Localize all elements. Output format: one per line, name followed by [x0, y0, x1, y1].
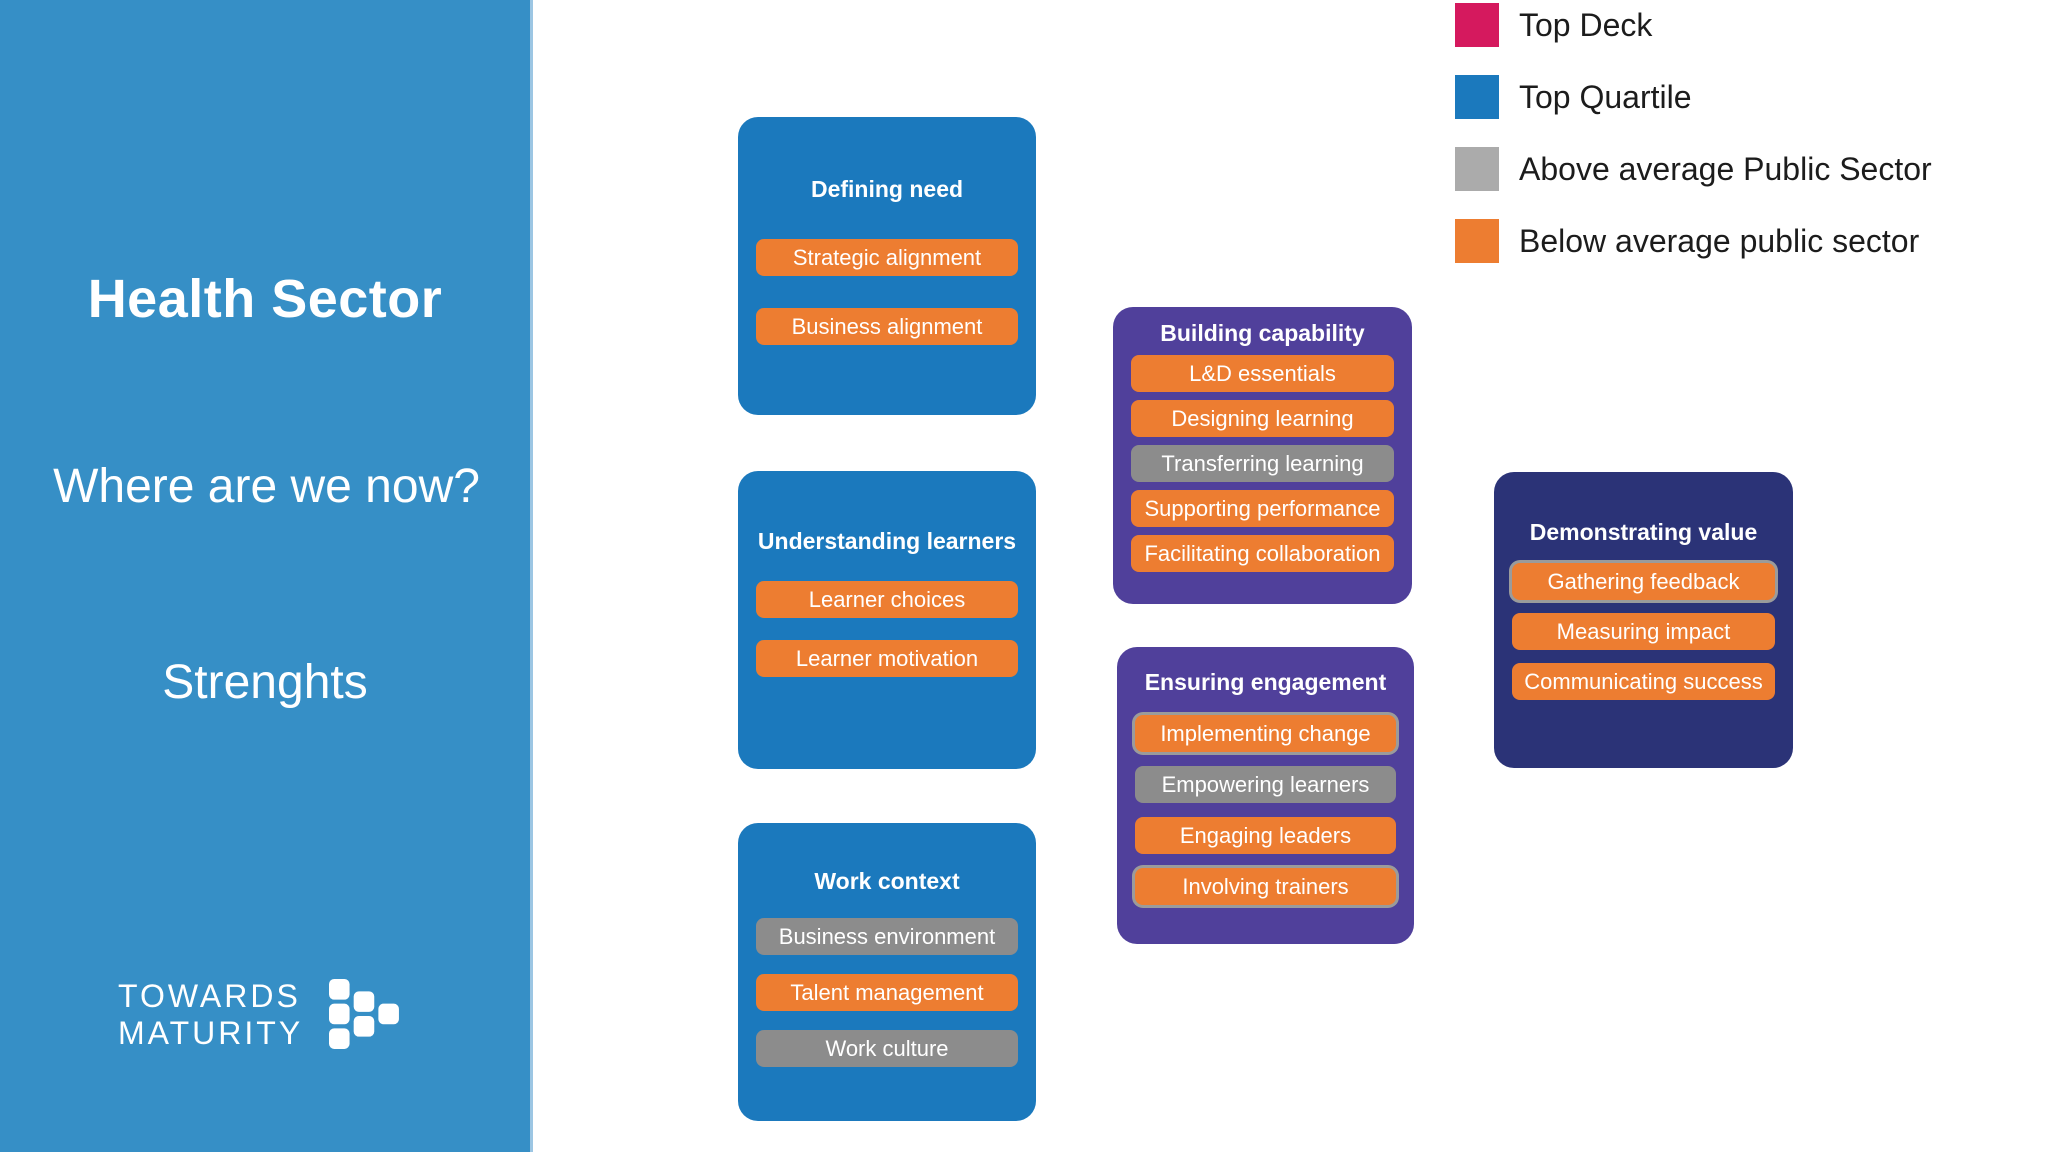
card-demonstrating-value: Demonstrating value Gathering feedback M…: [1494, 472, 1793, 768]
pill-facilitating-collaboration: Facilitating collaboration: [1131, 535, 1394, 572]
pill-list: L&D essentials Designing learning Transf…: [1131, 355, 1394, 572]
legend-label: Top Quartile: [1519, 78, 1692, 115]
logo-arrow-icon: [329, 979, 400, 1049]
legend-item-top-deck: Top Deck: [1455, 3, 1932, 47]
pill-business-environment: Business environment: [756, 918, 1018, 955]
pill-list: Business environment Talent management W…: [756, 918, 1018, 1067]
legend-swatch-above-average: [1455, 147, 1499, 191]
pill-learner-choices: Learner choices: [756, 581, 1018, 618]
pill-strategic-alignment: Strategic alignment: [756, 239, 1018, 276]
legend-label: Above average Public Sector: [1519, 150, 1932, 187]
pill-list: Learner choices Learner motivation: [756, 581, 1018, 677]
legend-swatch-top-deck: [1455, 3, 1499, 47]
pill-designing-learning: Designing learning: [1131, 400, 1394, 437]
pill-empowering-learners: Empowering learners: [1135, 766, 1396, 803]
towards-maturity-logo: TOWARDS MATURITY: [118, 978, 401, 1052]
legend-item-below-average: Below average public sector: [1455, 219, 1932, 263]
legend-swatch-below-average: [1455, 219, 1499, 263]
card-title: Defining need: [810, 176, 964, 202]
card-work-context: Work context Business environment Talent…: [738, 823, 1036, 1121]
card-title: Demonstrating value: [1529, 519, 1758, 545]
page-title: Health Sector: [87, 269, 443, 329]
card-defining-need: Defining need Strategic alignment Busine…: [738, 117, 1036, 415]
sidebar: Health Sector Where are we now? Strenght…: [0, 0, 533, 1152]
legend: Top Deck Top Quartile Above average Publ…: [1455, 3, 1932, 263]
logo-text: TOWARDS MATURITY: [118, 978, 303, 1052]
card-title: Ensuring engagement: [1144, 669, 1387, 695]
pill-measuring-impact: Measuring impact: [1512, 613, 1775, 650]
slide-subtitle: Where are we now?: [53, 460, 480, 513]
card-ensuring-engagement: Ensuring engagement Implementing change …: [1117, 647, 1414, 944]
pill-gathering-feedback: Gathering feedback: [1512, 563, 1775, 600]
pill-transferring-learning: Transferring learning: [1131, 445, 1394, 482]
legend-item-above-average: Above average Public Sector: [1455, 147, 1932, 191]
card-title: Understanding learners: [757, 528, 1017, 554]
legend-item-top-quartile: Top Quartile: [1455, 75, 1932, 119]
pill-learner-motivation: Learner motivation: [756, 640, 1018, 677]
pill-involving-trainers: Involving trainers: [1135, 868, 1396, 905]
pill-list: Implementing change Empowering learners …: [1135, 715, 1396, 905]
pill-communicating-success: Communicating success: [1512, 663, 1775, 700]
legend-label: Top Deck: [1519, 6, 1653, 43]
pill-supporting-performance: Supporting performance: [1131, 490, 1394, 527]
pill-work-culture: Work culture: [756, 1030, 1018, 1067]
card-title: Work context: [814, 868, 960, 894]
logo-line2: MATURITY: [118, 1015, 304, 1051]
card-building-capability: Building capability L&D essentials Desig…: [1113, 307, 1412, 604]
pill-business-alignment: Business alignment: [756, 308, 1018, 345]
pill-list: Strategic alignment Business alignment: [756, 239, 1018, 345]
pill-talent-management: Talent management: [756, 974, 1018, 1011]
pill-ld-essentials: L&D essentials: [1131, 355, 1394, 392]
pill-engaging-leaders: Engaging leaders: [1135, 817, 1396, 854]
card-title: Building capability: [1160, 320, 1365, 346]
pill-implementing-change: Implementing change: [1135, 715, 1396, 752]
legend-swatch-top-quartile: [1455, 75, 1499, 119]
card-understanding-learners: Understanding learners Learner choices L…: [738, 471, 1036, 769]
legend-label: Below average public sector: [1519, 222, 1920, 259]
logo-line1: TOWARDS: [118, 978, 301, 1014]
pill-list: Gathering feedback Measuring impact Comm…: [1512, 563, 1775, 700]
section-label: Strenghts: [162, 656, 368, 709]
